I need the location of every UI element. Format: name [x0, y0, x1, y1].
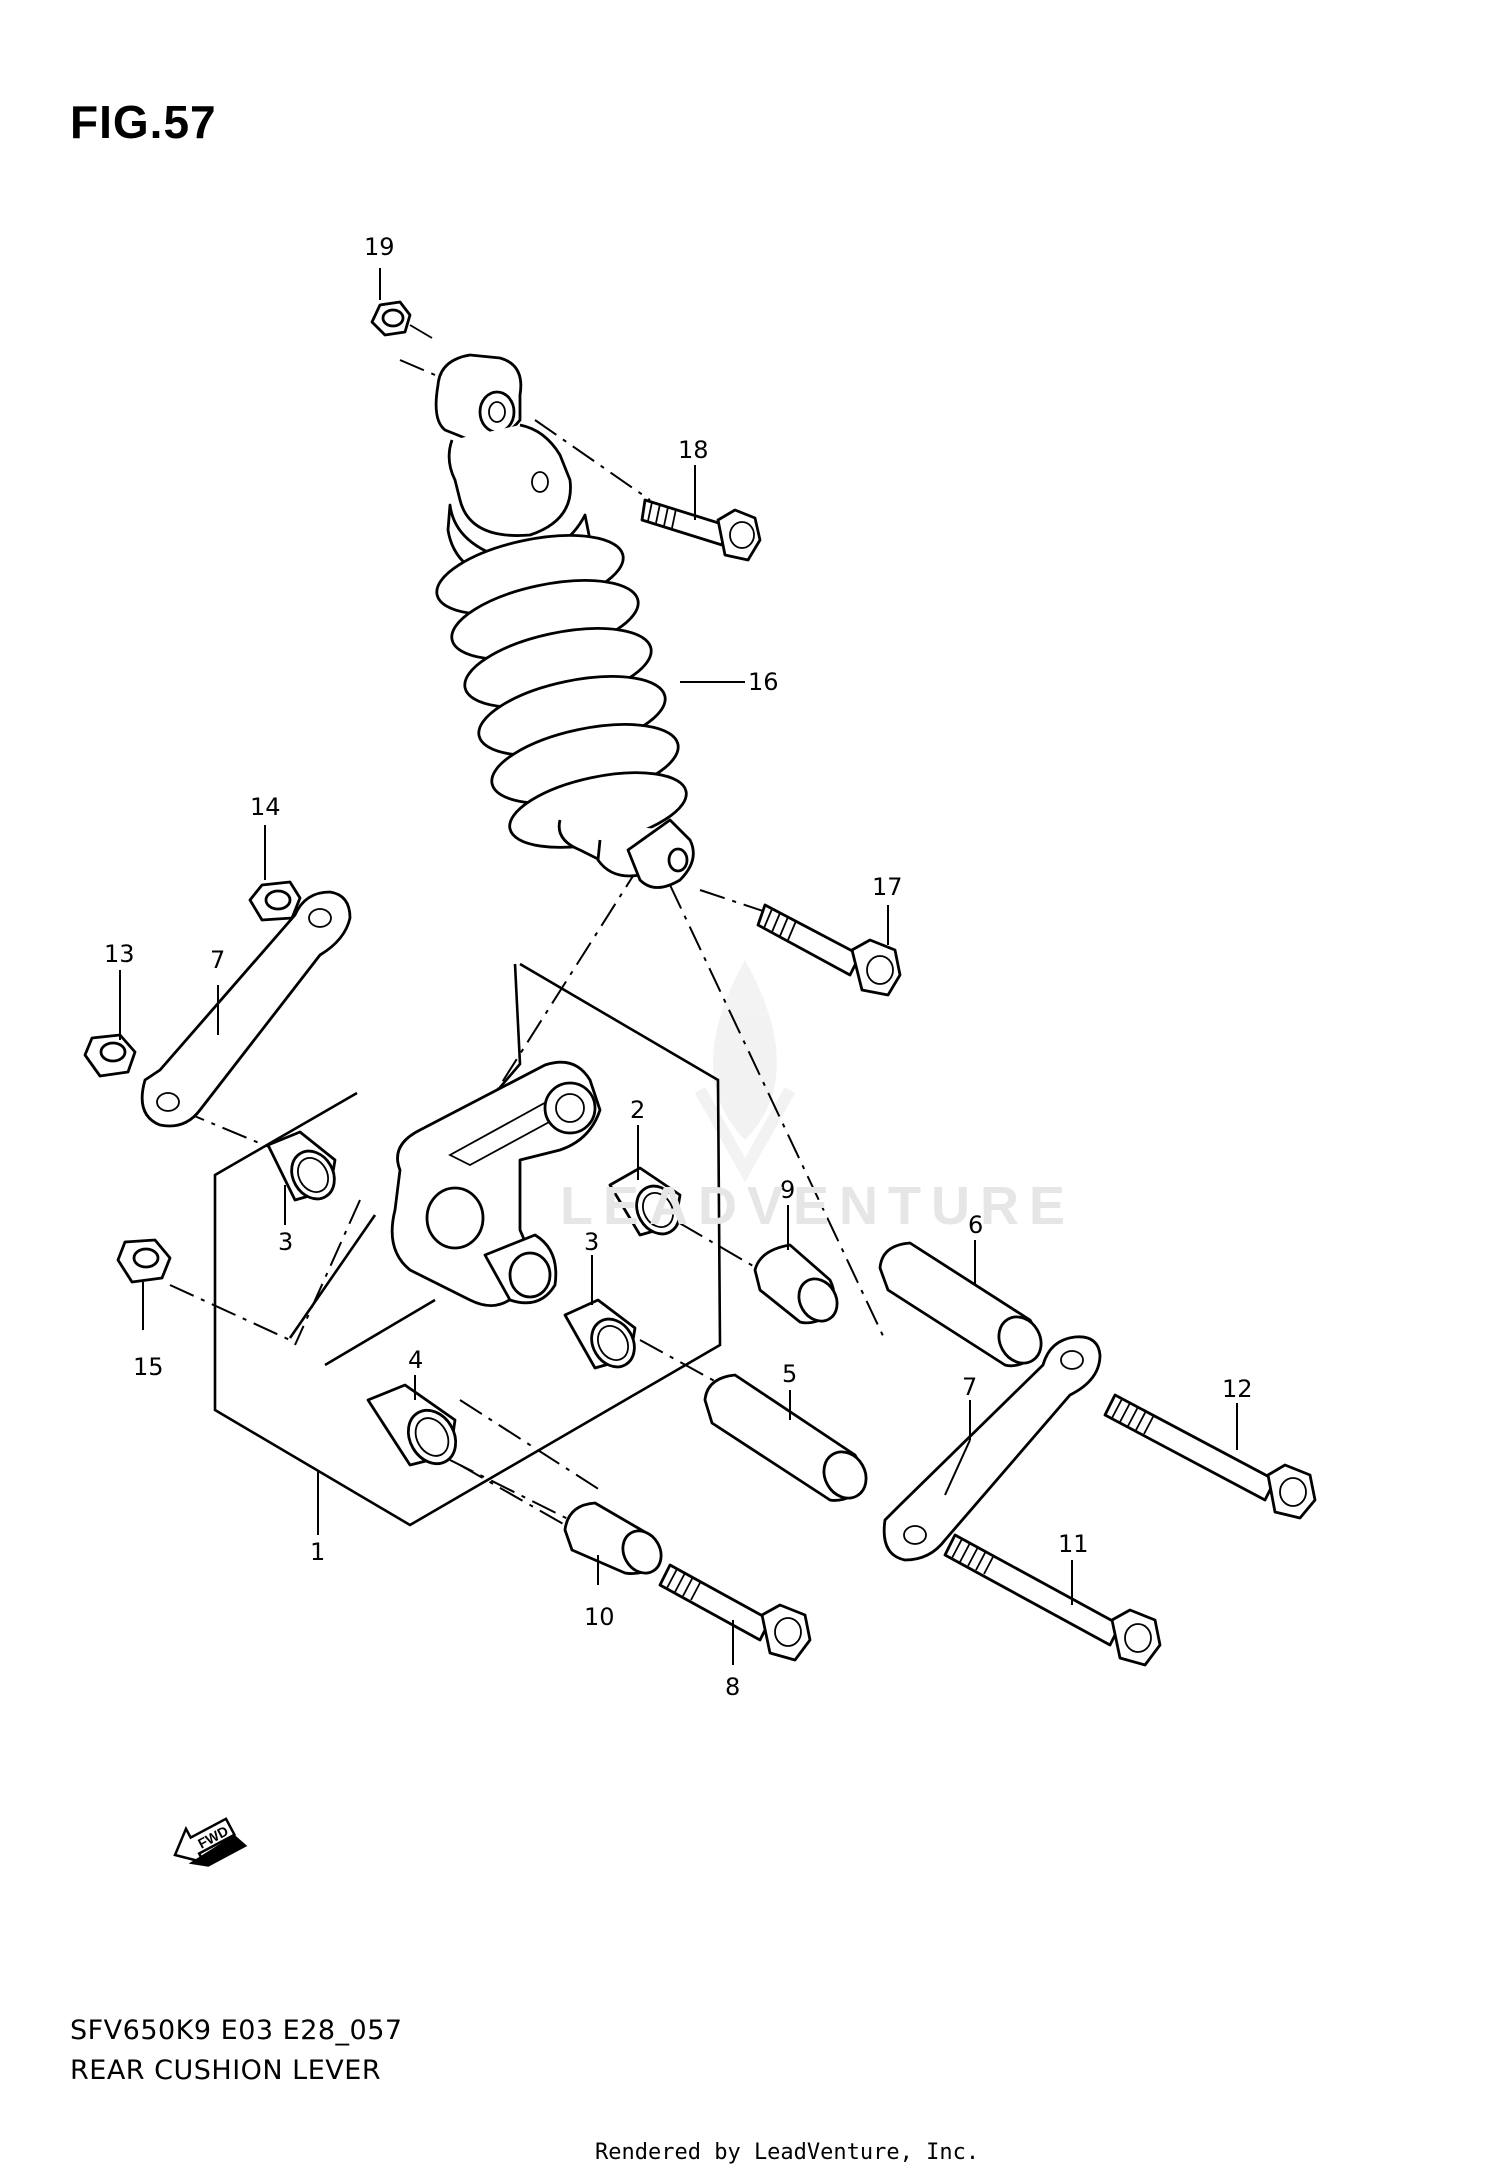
bearing-3-upper [266, 1130, 337, 1202]
callout-1: 1 [310, 1538, 325, 1566]
bearing-2 [608, 1166, 682, 1237]
callout-10: 10 [584, 1603, 615, 1631]
bolt-8 [658, 1563, 812, 1662]
callout-16: 16 [748, 668, 779, 696]
figure-title: FIG.57 [70, 96, 217, 148]
collar-5 [703, 1373, 868, 1502]
bolt-12 [1103, 1393, 1317, 1520]
callout-12: 12 [1222, 1375, 1253, 1403]
callout-numbers: 19 18 16 14 17 13 7 2 3 9 6 3 15 4 5 7 1… [104, 233, 1253, 1701]
bearing-3-lower [563, 1298, 637, 1370]
bolt-18 [640, 498, 762, 562]
callout-7-right: 7 [962, 1373, 977, 1401]
callout-17: 17 [872, 873, 903, 901]
callout-11: 11 [1058, 1530, 1089, 1558]
callout-9: 9 [780, 1176, 795, 1204]
callout-3-lower: 3 [584, 1228, 599, 1256]
rear-shock-absorber [434, 353, 695, 889]
callout-3-upper: 3 [278, 1228, 293, 1256]
nut-13 [83, 1033, 137, 1078]
nut-15 [116, 1238, 172, 1284]
callout-15: 15 [133, 1353, 164, 1381]
cushion-lever [390, 1060, 602, 1308]
link-rod-7-right [882, 1335, 1102, 1562]
callout-8: 8 [725, 1673, 740, 1701]
bearing-4 [366, 1383, 458, 1467]
callout-7-left: 7 [210, 946, 225, 974]
callout-4: 4 [408, 1346, 423, 1374]
diagram-model-code: SFV650K9 E03 E28_057 [70, 2015, 403, 2046]
link-rod-7-left [140, 890, 352, 1128]
bolt-11 [943, 1533, 1162, 1667]
diagram-name: REAR CUSHION LEVER [70, 2055, 382, 2086]
callout-18: 18 [678, 436, 709, 464]
rendered-by-credit: Rendered by LeadVenture, Inc. [595, 2140, 980, 2165]
flame-logo-icon [694, 960, 796, 1183]
bolt-17 [756, 903, 902, 997]
callout-2: 2 [630, 1096, 645, 1124]
collar-6 [878, 1241, 1043, 1368]
callout-14: 14 [250, 793, 281, 821]
collar-10 [563, 1501, 663, 1575]
leader-lines [119, 268, 1238, 1665]
callout-5: 5 [782, 1360, 797, 1388]
spring-coils [435, 534, 688, 849]
watermark-text: LEADVENTURE [560, 1176, 1076, 1236]
callout-13: 13 [104, 940, 135, 968]
fwd-arrow-icon: FWD [173, 1817, 248, 1867]
callout-6: 6 [968, 1211, 983, 1239]
nut-14 [248, 880, 302, 922]
nut-19 [370, 300, 433, 339]
callout-19: 19 [364, 233, 395, 261]
collar-9 [753, 1243, 839, 1325]
